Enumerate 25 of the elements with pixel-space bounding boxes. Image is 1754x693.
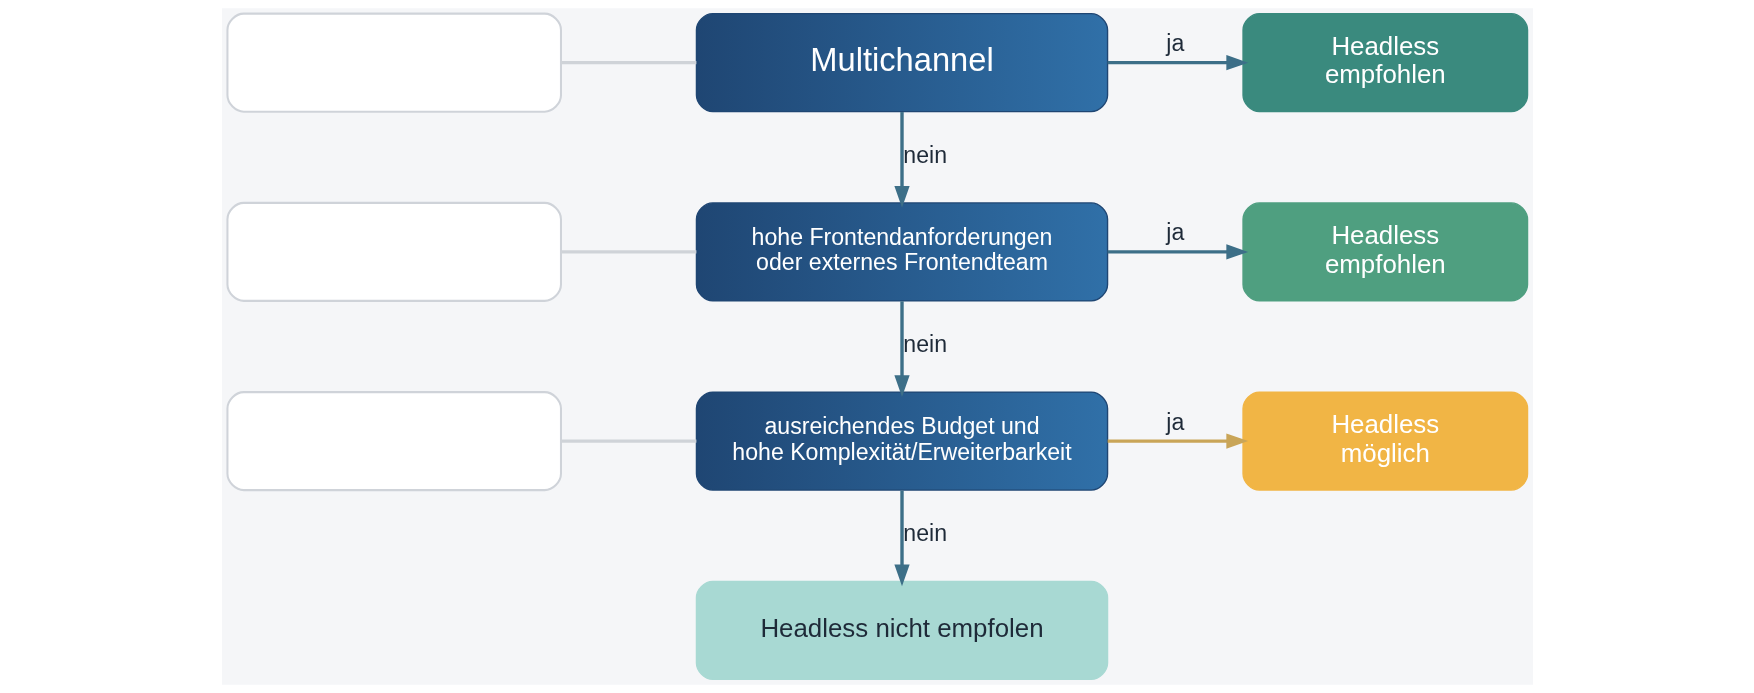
edge-label: nein bbox=[902, 141, 947, 168]
node-box bbox=[225, 391, 562, 492]
node-box: hohe Frontendanforderungen oder externes Frontendteam bbox=[695, 202, 1108, 302]
node-box bbox=[225, 201, 562, 302]
edge-label: ja bbox=[1165, 408, 1184, 435]
arrow bbox=[1107, 244, 1248, 260]
edge-label: ja bbox=[1165, 30, 1184, 57]
node-box: ausreichendes Budget und hohe Komplexität/Erweiterbarkeit bbox=[695, 391, 1108, 491]
node-box: Headless möglich bbox=[1241, 391, 1528, 491]
edge-label: ja bbox=[1165, 219, 1184, 246]
node-box: Headless empfohlen bbox=[1241, 12, 1528, 113]
arrow bbox=[893, 490, 910, 587]
arrow bbox=[893, 301, 910, 398]
edge-label: nein bbox=[902, 520, 947, 547]
edge-label: nein bbox=[902, 331, 947, 358]
connector bbox=[560, 250, 696, 254]
connector bbox=[560, 60, 696, 65]
connector bbox=[560, 439, 696, 443]
arrow bbox=[1107, 433, 1248, 449]
node-box: Headless nicht empfolen bbox=[695, 580, 1108, 681]
node-box: Multichannel bbox=[695, 12, 1108, 113]
arrow bbox=[1107, 55, 1248, 71]
arrow bbox=[893, 112, 910, 208]
node-box bbox=[225, 12, 562, 113]
node-box: Headless empfohlen bbox=[1241, 202, 1528, 302]
